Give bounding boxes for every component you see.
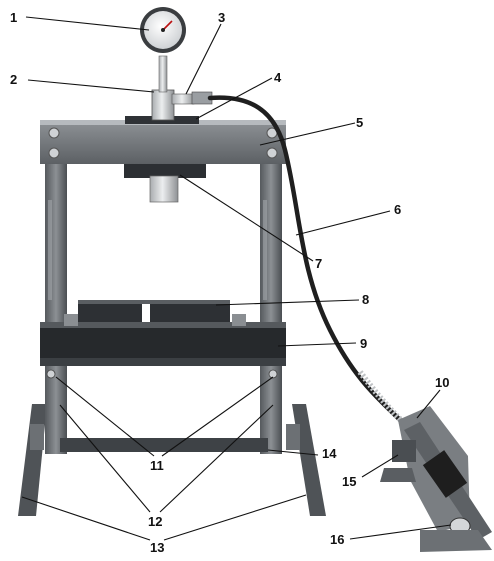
leader-16 <box>349 524 452 540</box>
leader-12b <box>159 404 274 513</box>
leader-10 <box>416 389 441 419</box>
hydraulic-hose <box>207 95 403 423</box>
callout-4: 4 <box>274 70 282 85</box>
callout-12: 12 <box>148 514 162 529</box>
callout-9: 9 <box>360 336 367 351</box>
callout-16: 16 <box>330 532 344 547</box>
callout-14: 14 <box>322 446 337 461</box>
callout-2: 2 <box>10 72 17 87</box>
leader-12a <box>59 404 151 513</box>
leader-2 <box>27 79 155 93</box>
callout-8: 8 <box>362 292 369 307</box>
hose-coupling <box>171 91 213 105</box>
leader-14 <box>267 449 319 456</box>
leader-6 <box>295 210 391 236</box>
callout-10: 10 <box>435 375 449 390</box>
top-crossbeam <box>40 120 286 164</box>
leader-1 <box>25 16 150 31</box>
leader-lines <box>21 16 452 541</box>
leader-15 <box>361 454 399 478</box>
leader-8 <box>215 299 360 306</box>
hand-pump <box>380 406 492 552</box>
leader-11a <box>55 376 155 457</box>
callout-11: 11 <box>150 458 164 473</box>
lower-cross-brace <box>60 438 268 452</box>
leader-4 <box>195 77 273 120</box>
callout-numbers: 1 2 3 4 5 6 7 8 9 10 11 12 13 14 15 16 <box>10 10 449 555</box>
callout-1: 1 <box>10 10 17 25</box>
ram-piston <box>124 164 206 203</box>
callout-15: 15 <box>342 474 356 489</box>
leader-3 <box>185 23 222 95</box>
base-feet <box>18 404 326 516</box>
hose-spring-guard <box>357 370 408 427</box>
leader-5 <box>259 122 356 146</box>
callout-13: 13 <box>150 540 164 555</box>
work-bed <box>40 314 286 366</box>
leader-13a <box>21 496 151 541</box>
pressure-gauge <box>140 7 186 53</box>
callout-7: 7 <box>315 256 322 271</box>
callout-3: 3 <box>218 10 225 25</box>
leader-13b <box>163 494 307 541</box>
support-pins <box>46 369 278 379</box>
leader-7 <box>179 174 314 262</box>
leader-11b <box>161 376 274 457</box>
callout-6: 6 <box>394 202 401 217</box>
leader-9 <box>277 342 357 347</box>
hydraulic-cylinder <box>151 55 175 121</box>
callout-5: 5 <box>356 115 363 130</box>
